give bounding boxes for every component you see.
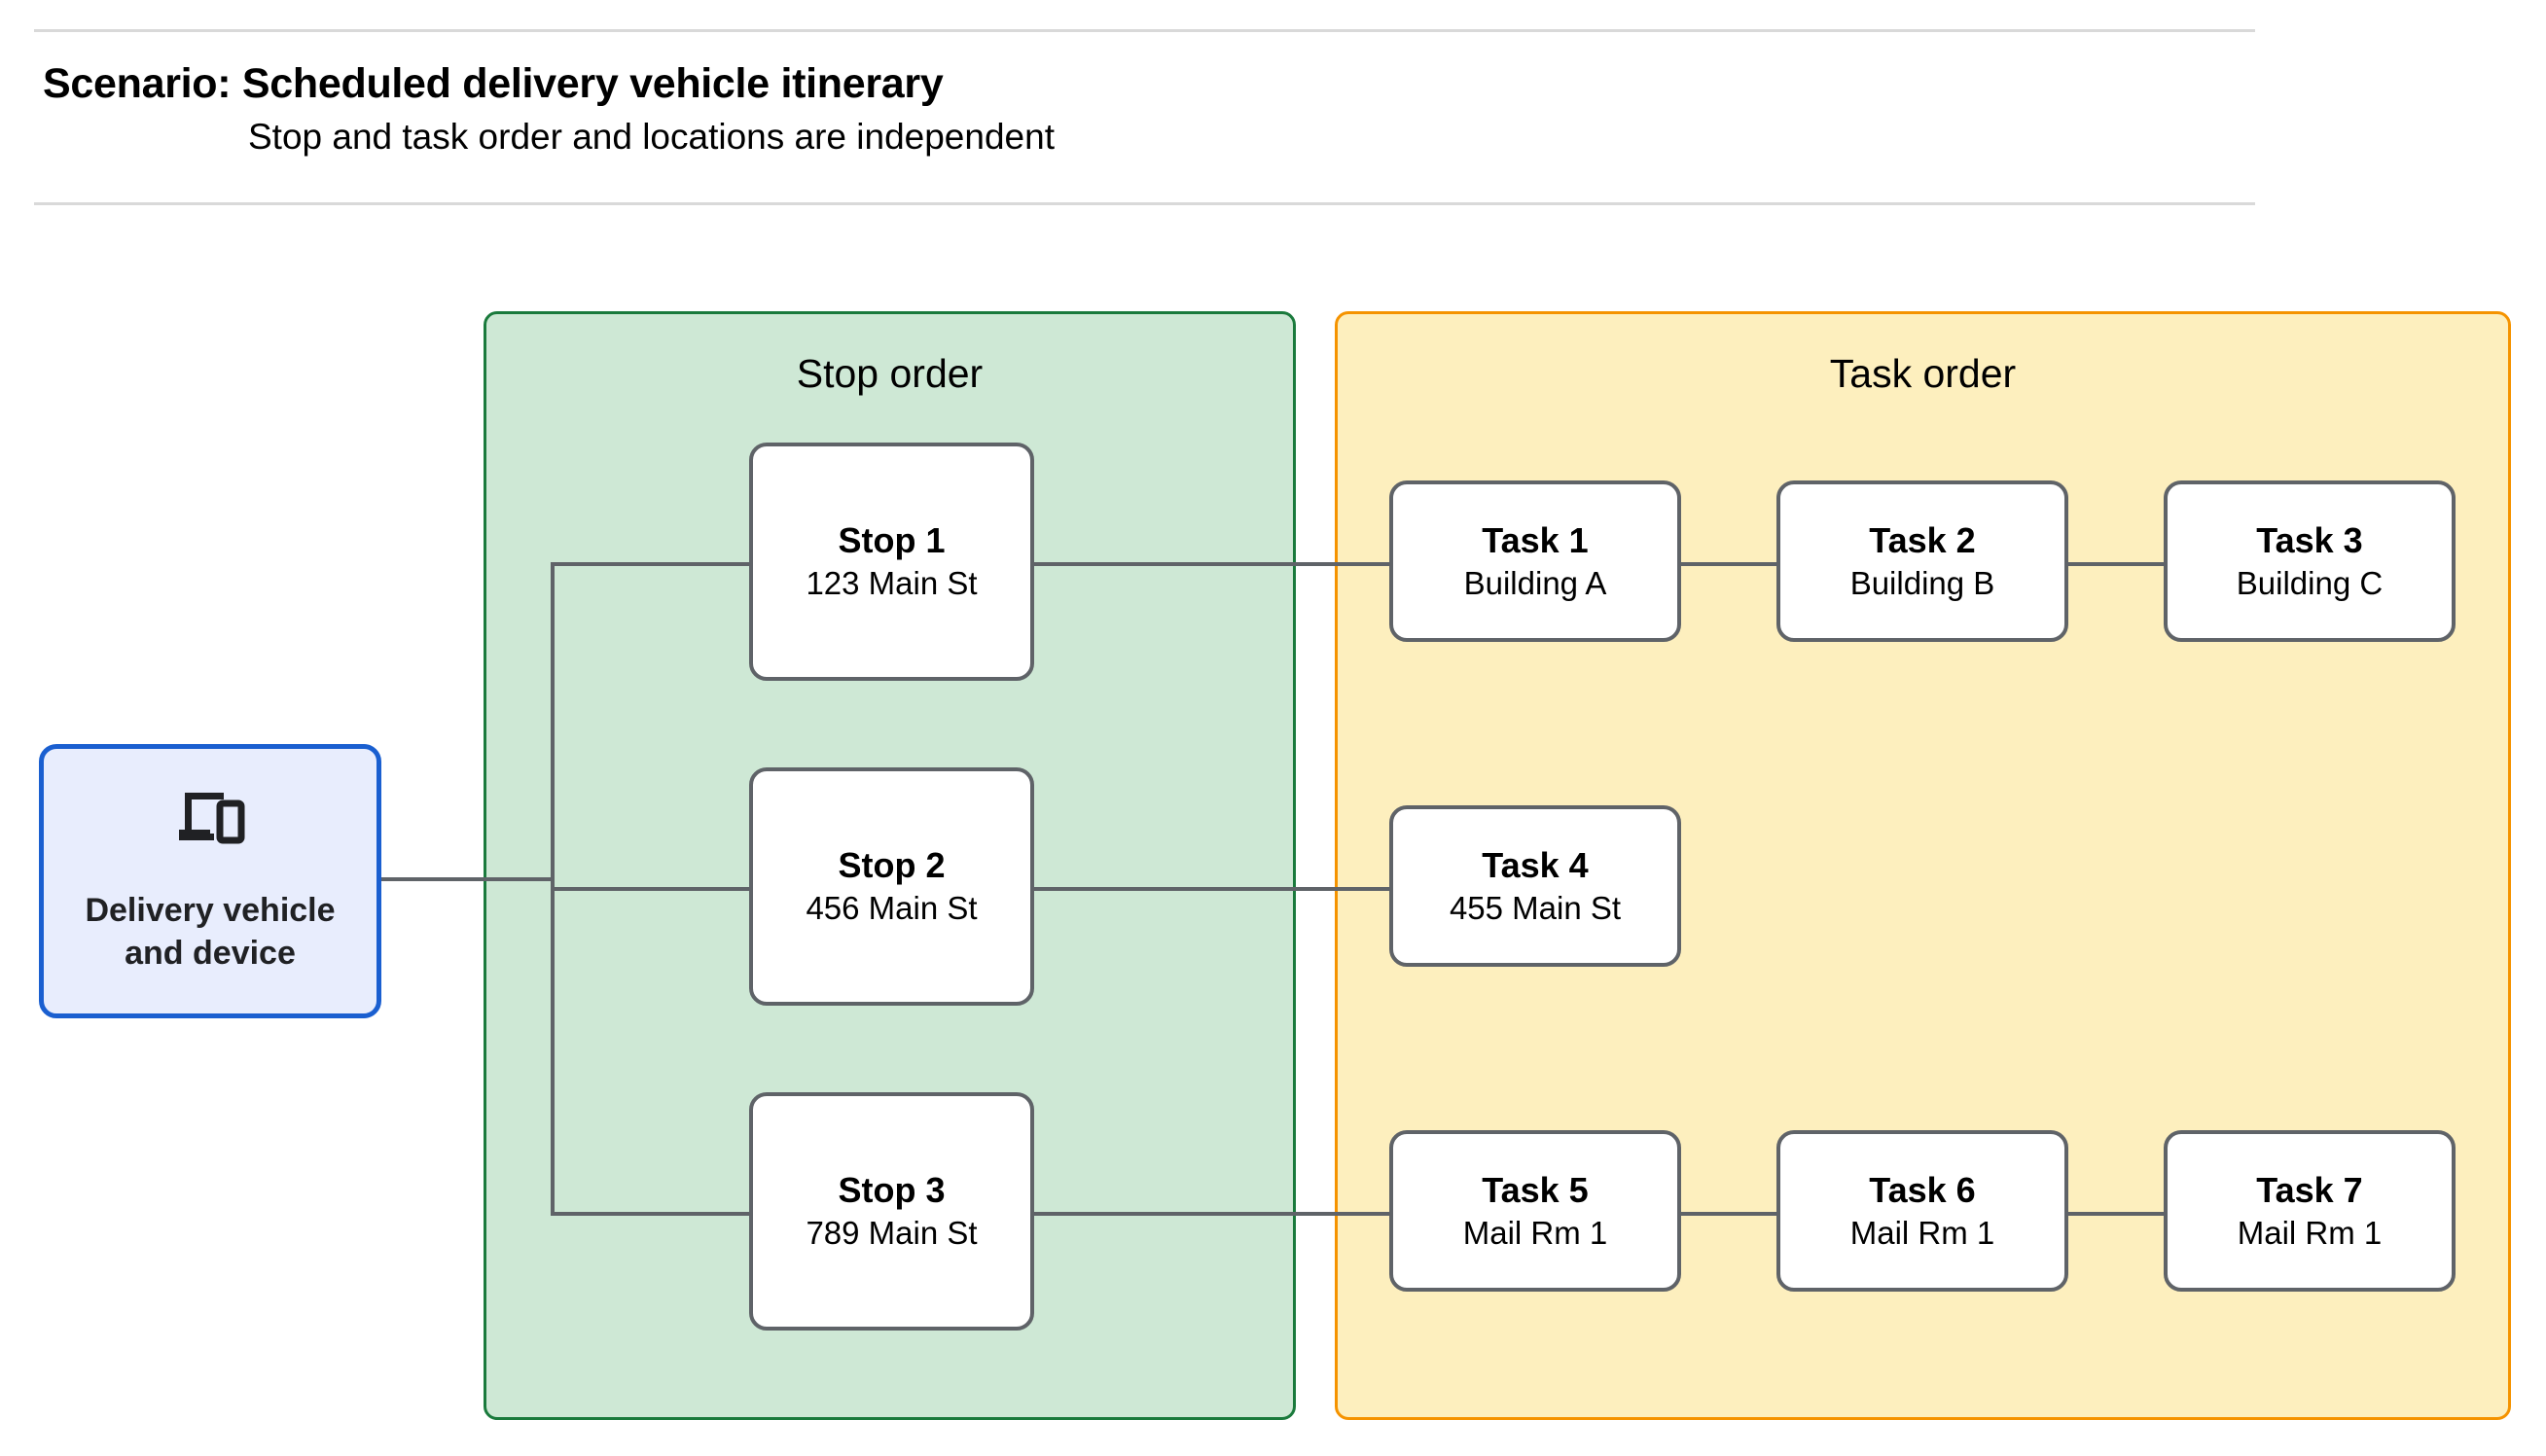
stop-node-address: 123 Main St xyxy=(806,565,978,602)
stop-node-1[interactable]: Stop 1 123 Main St xyxy=(749,443,1034,681)
task-node-location: Mail Rm 1 xyxy=(2237,1214,2383,1251)
stop-node-title: Stop 3 xyxy=(838,1170,946,1210)
header-divider-bottom xyxy=(34,202,2255,205)
task-node-1[interactable]: Task 1 Building A xyxy=(1389,480,1681,642)
connector-task-5-to-task-6 xyxy=(1678,1212,1783,1216)
connector-task-2-to-task-3 xyxy=(2064,562,2169,566)
task-node-3[interactable]: Task 3 Building C xyxy=(2164,480,2456,642)
connector-stop-1-to-task-1 xyxy=(1031,562,1391,566)
delivery-vehicle-label: Delivery vehicle and device xyxy=(85,892,336,972)
task-node-title: Task 7 xyxy=(2256,1169,2363,1210)
stop-node-title: Stop 2 xyxy=(838,845,946,885)
connector-task-1-to-task-2 xyxy=(1678,562,1783,566)
task-node-6[interactable]: Task 6 Mail Rm 1 xyxy=(1776,1130,2068,1292)
task-node-title: Task 5 xyxy=(1482,1169,1589,1210)
header-divider-top xyxy=(34,29,2255,32)
connector-stop-2-to-task-4 xyxy=(1031,887,1391,891)
task-node-location: Building A xyxy=(1463,564,1607,601)
stop-node-3[interactable]: Stop 3 789 Main St xyxy=(749,1092,1034,1331)
task-node-location: Mail Rm 1 xyxy=(1849,1214,1995,1251)
connector-trunk-to-stop-1 xyxy=(551,562,753,566)
devices-icon xyxy=(179,793,245,844)
task-node-5[interactable]: Task 5 Mail Rm 1 xyxy=(1389,1130,1681,1292)
task-node-title: Task 6 xyxy=(1869,1169,1976,1210)
connector-stop-3-to-task-5 xyxy=(1031,1212,1391,1216)
connector-vehicle-to-trunk xyxy=(379,877,555,881)
task-order-panel-title: Task order xyxy=(1829,351,2017,396)
task-node-title: Task 4 xyxy=(1482,844,1589,885)
task-node-7[interactable]: Task 7 Mail Rm 1 xyxy=(2164,1130,2456,1292)
stop-node-address: 789 Main St xyxy=(806,1215,978,1252)
task-node-title: Task 2 xyxy=(1869,519,1976,560)
task-node-title: Task 3 xyxy=(2256,519,2363,560)
task-node-location: 455 Main St xyxy=(1449,889,1622,926)
stop-node-2[interactable]: Stop 2 456 Main St xyxy=(749,767,1034,1006)
delivery-vehicle-node[interactable]: Delivery vehicle and device xyxy=(39,744,381,1018)
stop-node-address: 456 Main St xyxy=(806,890,978,927)
stop-node-title: Stop 1 xyxy=(838,520,946,560)
task-node-title: Task 1 xyxy=(1482,519,1589,560)
page-title: Scenario: Scheduled delivery vehicle iti… xyxy=(43,60,944,107)
connector-task-6-to-task-7 xyxy=(2064,1212,2169,1216)
connector-trunk-to-stop-3 xyxy=(551,1212,753,1216)
connector-trunk-to-stop-2 xyxy=(551,887,753,891)
task-node-4[interactable]: Task 4 455 Main St xyxy=(1389,805,1681,967)
page-subtitle: Stop and task order and locations are in… xyxy=(248,117,1055,157)
stop-order-panel-title: Stop order xyxy=(796,351,984,396)
task-node-location: Mail Rm 1 xyxy=(1462,1214,1608,1251)
task-node-location: Building B xyxy=(1849,564,1995,601)
task-node-2[interactable]: Task 2 Building B xyxy=(1776,480,2068,642)
task-node-location: Building C xyxy=(2236,564,2384,601)
